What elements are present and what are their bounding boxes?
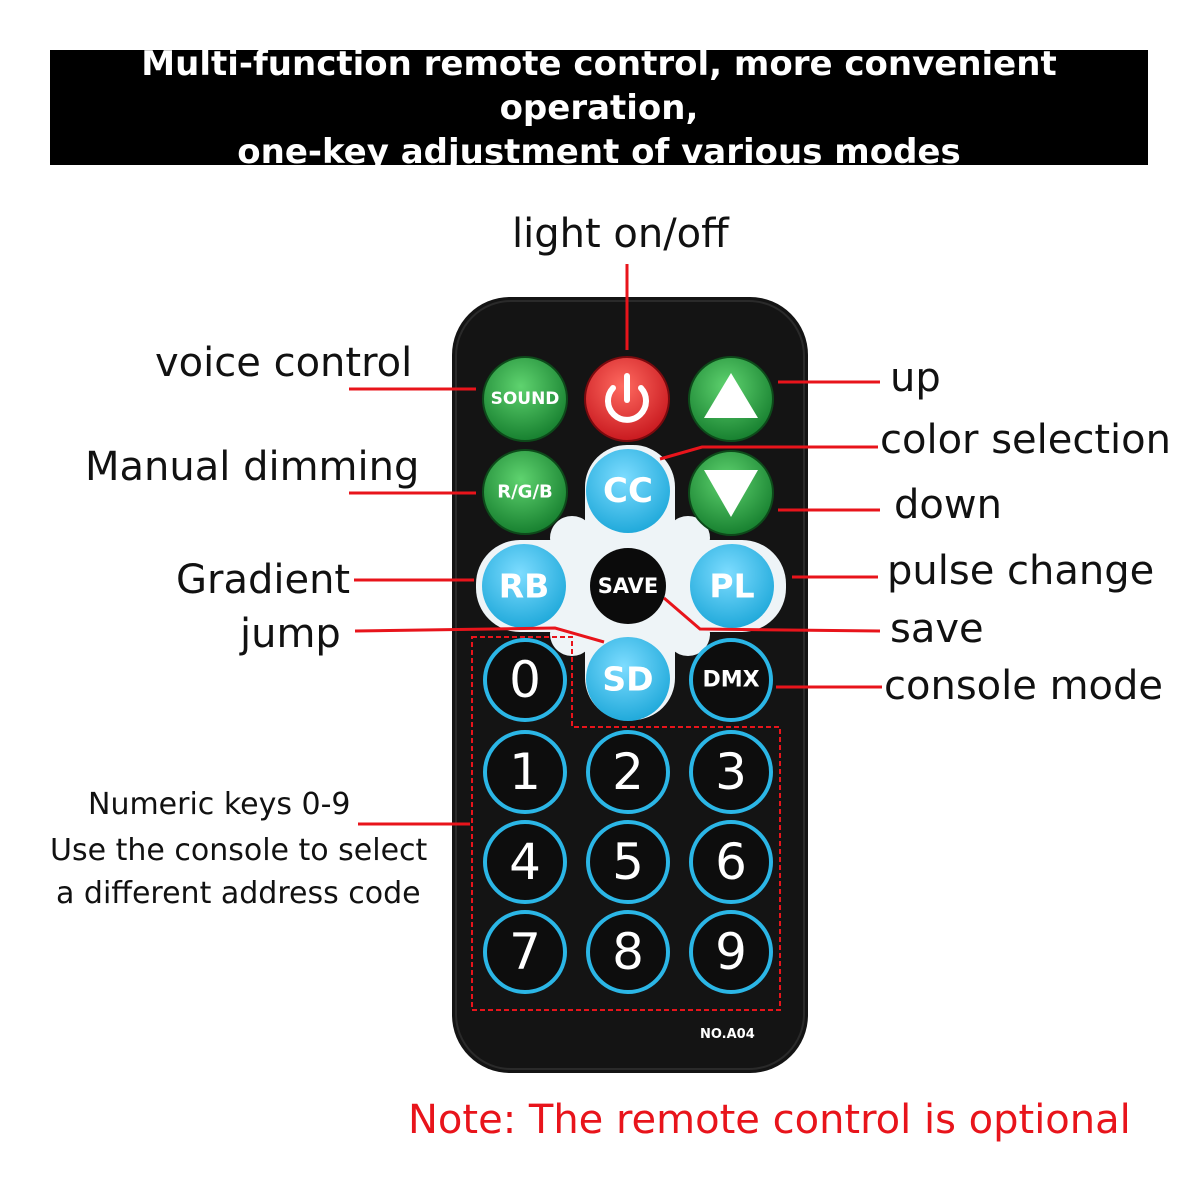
sd-button-label: SD — [602, 660, 653, 699]
label-light-onoff: light on/off — [512, 211, 729, 257]
label-gradient: Gradient — [176, 557, 351, 603]
power-button[interactable] — [584, 356, 670, 442]
cc-button-label: CC — [603, 471, 653, 511]
digit-button-4[interactable]: 4 — [483, 820, 567, 904]
banner-line-1: Multi-function remote control, more conv… — [141, 43, 1057, 128]
label-numeric-keys: Numeric keys 0-9 — [88, 787, 351, 822]
label-down: down — [894, 482, 1002, 528]
digit-label-4: 4 — [509, 833, 541, 891]
digit-label-2: 2 — [612, 743, 644, 801]
digit-label-6: 6 — [715, 833, 747, 891]
label-numeric-address: a different address code — [56, 876, 421, 911]
digit-button-3[interactable]: 3 — [689, 730, 773, 814]
sound-button[interactable]: SOUND — [482, 356, 568, 442]
numeric-keys-outline — [471, 636, 781, 1011]
digit-label-9: 9 — [715, 923, 747, 981]
label-numeric-console: Use the console to select — [50, 833, 428, 868]
header-banner: Multi-function remote control, more conv… — [50, 44, 1148, 172]
label-up: up — [890, 355, 941, 401]
digit-label-3: 3 — [715, 743, 747, 801]
banner-line-2: one-key adjustment of various modes — [237, 131, 961, 172]
digit-button-0[interactable]: 0 — [483, 638, 567, 722]
model-number: NO.A04 — [700, 1027, 755, 1042]
sd-button[interactable]: SD — [586, 637, 670, 721]
optional-note: Note: The remote control is optional — [408, 1097, 1131, 1143]
triangle-down-icon — [704, 470, 758, 517]
label-voice-control: voice control — [155, 340, 413, 386]
digit-button-1[interactable]: 1 — [483, 730, 567, 814]
rgb-button[interactable]: R/G/B — [482, 449, 568, 535]
digit-label-7: 7 — [509, 923, 541, 981]
up-button[interactable] — [688, 356, 774, 442]
remote-body-edge — [455, 300, 805, 1070]
power-icon — [605, 373, 649, 423]
label-manual-dimming: Manual dimming — [85, 444, 420, 490]
pointer-color-selection — [659, 445, 878, 461]
rb-button-label: RB — [499, 567, 550, 606]
digit-button-5[interactable]: 5 — [586, 820, 670, 904]
label-color-selection: color selection — [880, 417, 1171, 463]
triangle-up-icon — [704, 373, 758, 418]
pointer-lines — [349, 264, 882, 826]
digit-button-9[interactable]: 9 — [689, 910, 773, 994]
digit-label-1: 1 — [509, 743, 541, 801]
label-pulse-change: pulse change — [887, 548, 1155, 594]
pointer-save — [663, 596, 881, 633]
label-save: save — [890, 606, 984, 652]
rgb-button-label: R/G/B — [497, 482, 553, 503]
digit-label-5: 5 — [612, 833, 644, 891]
save-button-label: SAVE — [598, 574, 659, 598]
digit-button-7[interactable]: 7 — [483, 910, 567, 994]
pl-button[interactable]: PL — [690, 544, 774, 628]
dmx-button[interactable]: DMX — [689, 638, 773, 722]
down-button[interactable] — [688, 450, 774, 536]
pointer-jump — [354, 626, 605, 644]
label-console-mode: console mode — [884, 663, 1164, 709]
digit-label-8: 8 — [612, 923, 644, 981]
digit-button-6[interactable]: 6 — [689, 820, 773, 904]
digit-button-2[interactable]: 2 — [586, 730, 670, 814]
sound-button-label: SOUND — [491, 389, 560, 409]
rb-button[interactable]: RB — [482, 544, 566, 628]
pl-button-label: PL — [709, 567, 754, 606]
digit-button-8[interactable]: 8 — [586, 910, 670, 994]
digit-label-0: 0 — [509, 651, 541, 709]
dmx-button-label: DMX — [702, 668, 759, 693]
cc-button[interactable]: CC — [586, 449, 670, 533]
label-jump: jump — [240, 611, 341, 657]
save-button[interactable]: SAVE — [590, 548, 666, 624]
